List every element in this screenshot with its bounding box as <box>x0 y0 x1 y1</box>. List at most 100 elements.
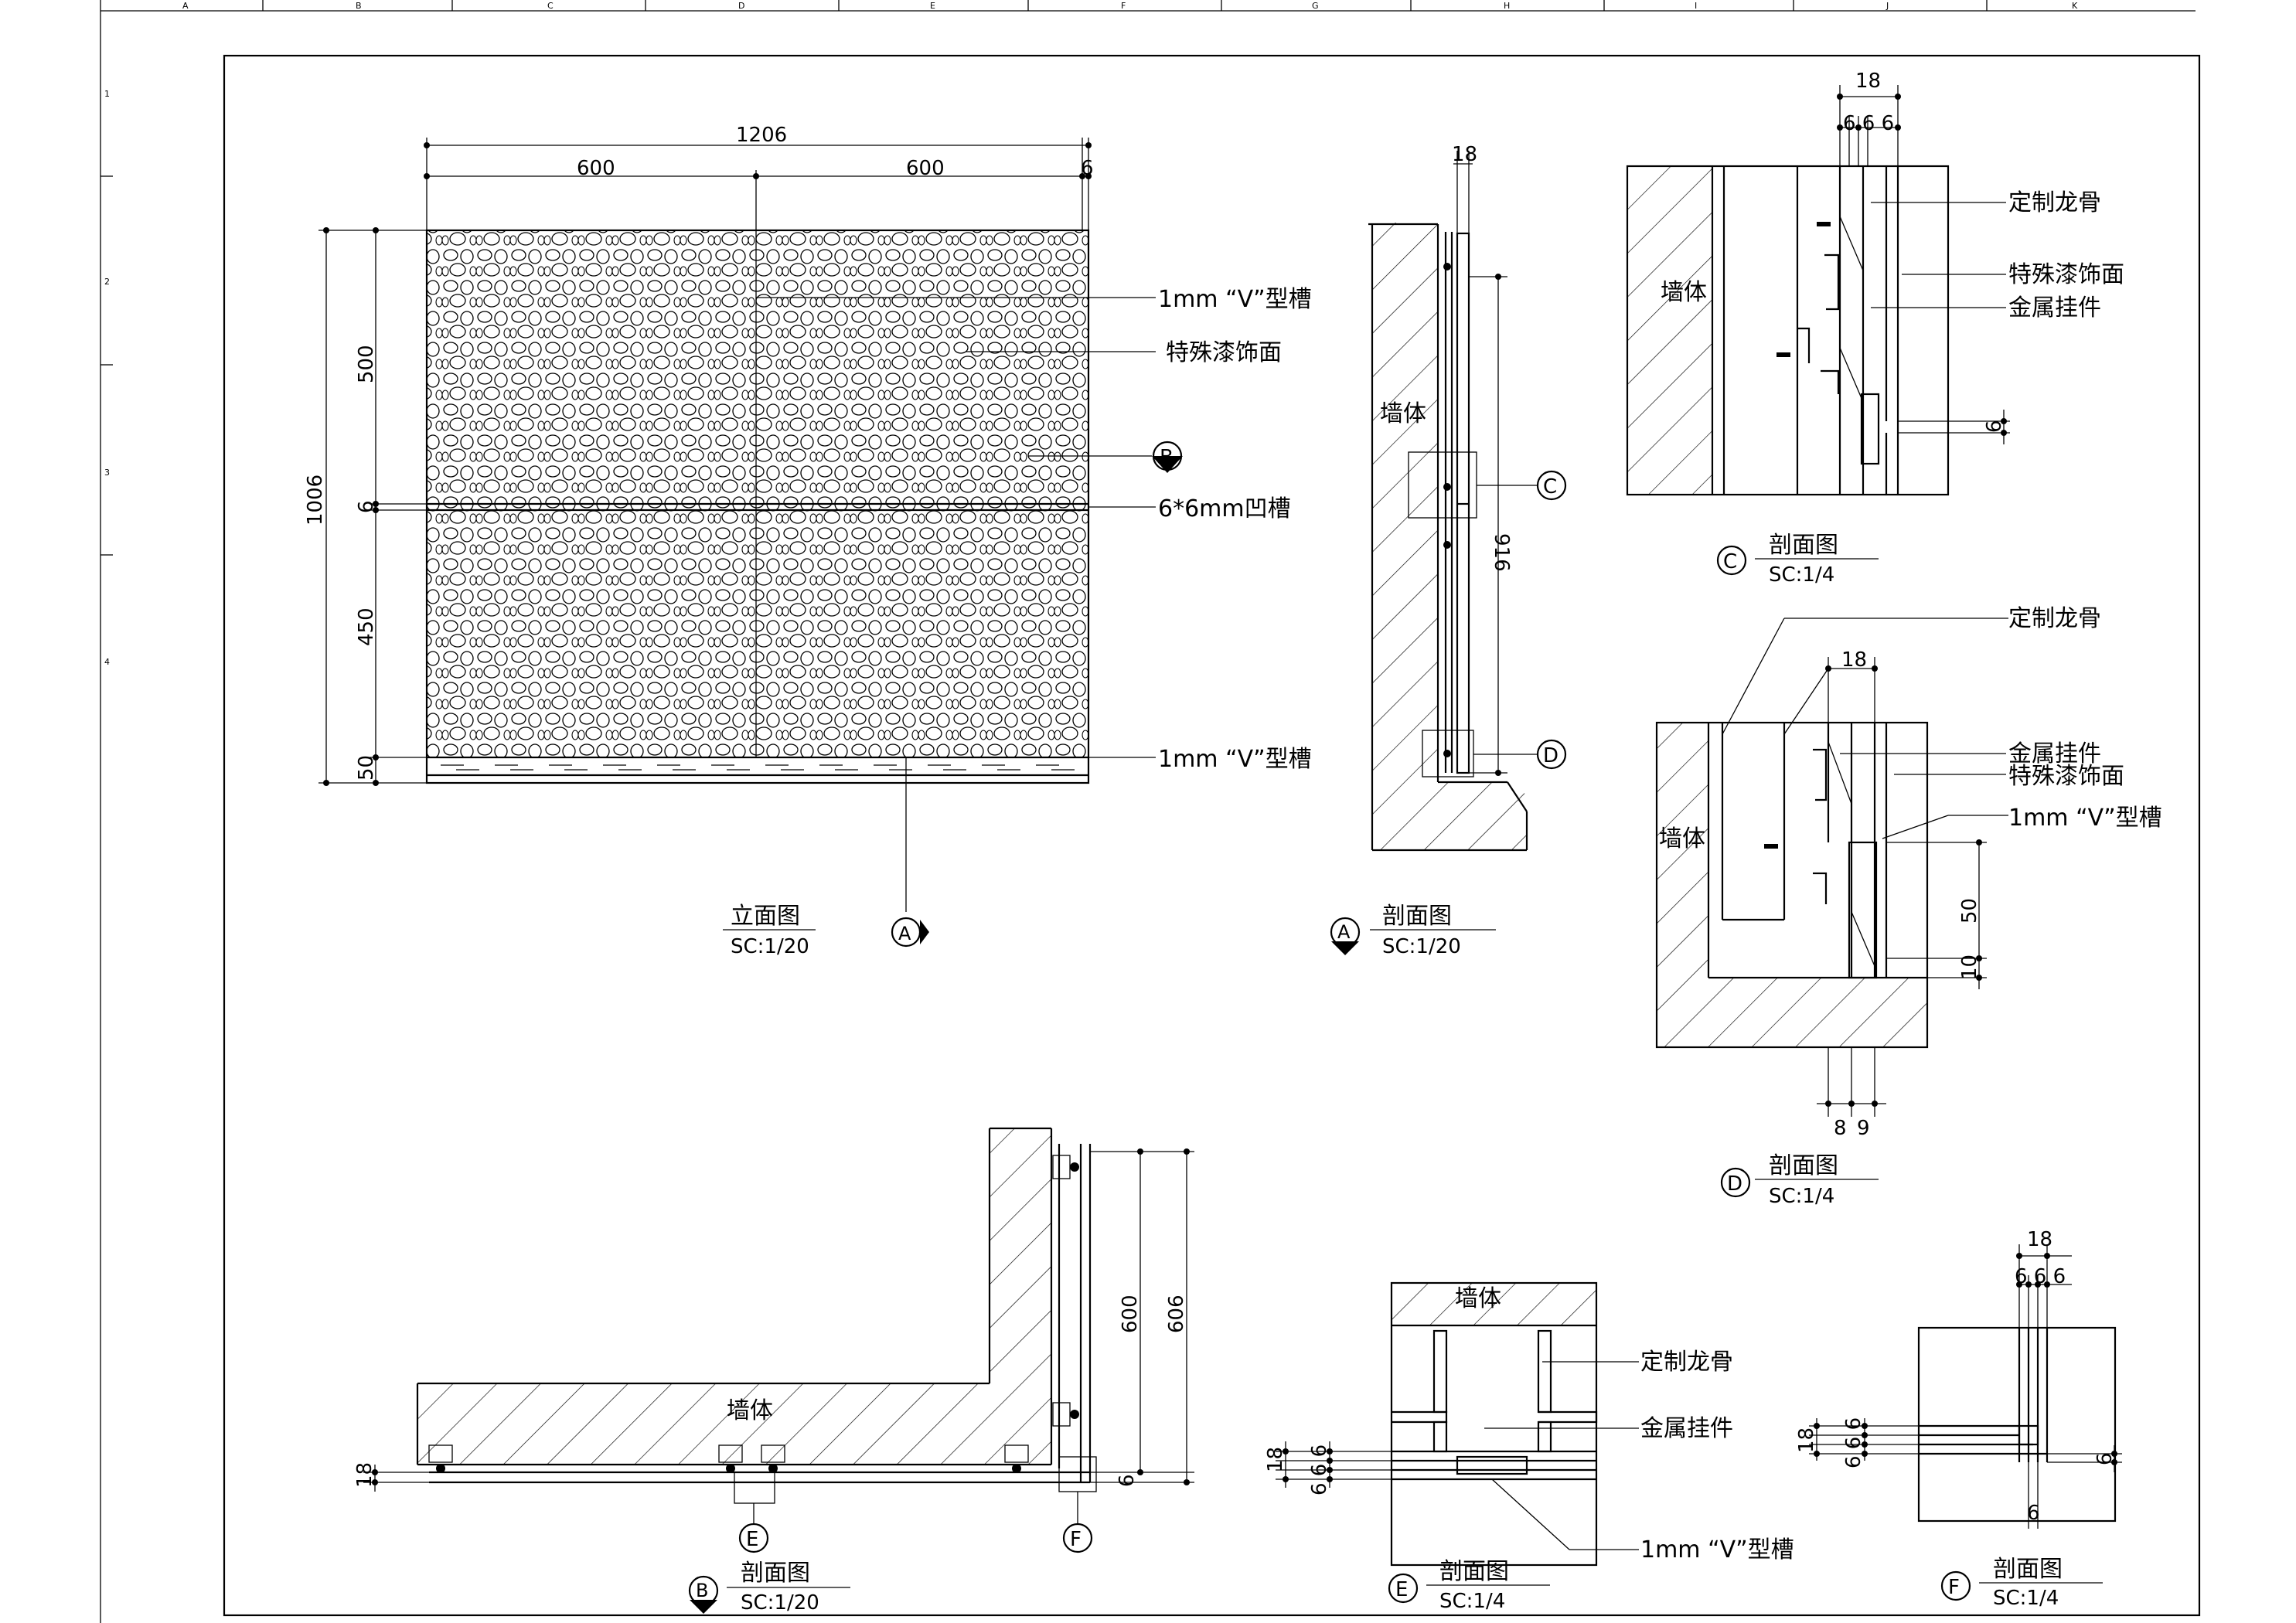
section-c-dim-18: 18 <box>1855 70 1881 93</box>
section-f-view: 18 6 6 6 18 6 6 6 6 6 F 剖面图 SC:1/4 <box>1795 1228 2122 1610</box>
row-ruler: 1 2 3 4 <box>100 89 113 667</box>
section-b-dim-18: 18 <box>353 1462 376 1488</box>
section-e-title-marker: E <box>1388 1573 1419 1604</box>
elevation-view: 1206 600 600 6 1006 500 6 450 50 1mm <box>304 124 1312 958</box>
detail-marker-f[interactable]: F <box>1062 1523 1093 1553</box>
section-b-wall-label: 墙体 <box>727 1397 773 1424</box>
ruler-col-f: F <box>1121 1 1126 11</box>
section-d-wall-label: 墙体 <box>1659 825 1705 852</box>
section-e-label-hanger: 金属挂件 <box>1640 1415 1733 1442</box>
section-marker-a[interactable]: A <box>891 917 929 948</box>
ruler-row-2: 2 <box>104 277 110 287</box>
ruler-col-a: A <box>182 1 189 11</box>
ruler-col-j: J <box>1886 1 1889 11</box>
section-e-scale: SC:1/4 <box>1439 1590 1505 1613</box>
svg-text:E: E <box>746 1528 758 1551</box>
section-d-label-paint: 特殊漆饰面 <box>2008 763 2124 790</box>
section-f-dim-top-18: 18 <box>2027 1228 2052 1251</box>
section-a-dim-18: 18 <box>1452 143 1477 166</box>
ruler-col-c: C <box>547 1 554 11</box>
detail-marker-c[interactable]: C <box>1536 470 1567 501</box>
dim-450: 450 <box>355 607 378 646</box>
section-c-title: 剖面图 <box>1769 532 1838 559</box>
ruler-col-e: E <box>930 1 935 11</box>
section-d-dim-10: 10 <box>1958 954 1981 980</box>
label-special-paint: 特殊漆饰面 <box>1166 339 1282 366</box>
dim-600-right: 600 <box>906 157 945 180</box>
section-d-dim-50: 50 <box>1958 898 1981 924</box>
column-ruler: A B C D E F G H I J K <box>100 0 2196 1623</box>
section-b-dim-606: 606 <box>1165 1295 1188 1333</box>
section-f-dim-top-sub: 6 6 6 <box>2015 1265 2066 1288</box>
section-e-dim-18: 18 <box>1264 1447 1287 1472</box>
dim-50: 50 <box>355 755 378 781</box>
section-b-scale: SC:1/20 <box>741 1591 819 1614</box>
section-f-scale: SC:1/4 <box>1993 1587 2059 1610</box>
ruler-col-b: B <box>356 1 362 11</box>
section-b-dim-6: 6 <box>1116 1474 1139 1487</box>
section-f-dim-bottom-6: 6 <box>2027 1502 2040 1525</box>
detail-marker-d[interactable]: D <box>1536 739 1567 770</box>
dim-1006: 1006 <box>304 475 327 526</box>
svg-text:B: B <box>696 1580 708 1601</box>
detail-marker-e[interactable]: E <box>738 1523 769 1553</box>
dim-500: 500 <box>355 345 378 383</box>
section-f-dim-left-18: 18 <box>1795 1427 1818 1453</box>
ruler-row-4: 4 <box>104 657 110 667</box>
section-c-title-marker: C <box>1716 545 1747 576</box>
section-c-label-keel: 定制龙骨 <box>2008 189 2101 216</box>
elevation-scale: SC:1/20 <box>731 935 809 958</box>
section-d-dim-9: 9 <box>1857 1117 1870 1140</box>
section-b-title-marker: B <box>688 1575 719 1614</box>
section-a-dim-916: 916 <box>1490 533 1513 572</box>
svg-text:A: A <box>898 923 911 944</box>
svg-text:E: E <box>1395 1578 1408 1601</box>
section-c-label-paint: 特殊漆饰面 <box>2008 261 2124 288</box>
section-d-dim-8: 8 <box>1834 1117 1847 1140</box>
section-c-dim-6: 6 <box>1983 420 2006 433</box>
ruler-col-d: D <box>738 1 744 11</box>
section-f-dim-left-sub: 6 6 6 <box>1842 1417 1865 1468</box>
svg-text:B: B <box>1160 446 1174 469</box>
section-e-label-groove: 1mm “V”型槽 <box>1640 1536 1794 1563</box>
svg-text:D: D <box>1543 744 1558 767</box>
section-d-title: 剖面图 <box>1769 1152 1838 1179</box>
section-c-scale: SC:1/4 <box>1769 563 1834 587</box>
ruler-col-k: K <box>2072 1 2078 11</box>
section-d-label-hanger: 金属挂件 <box>2008 740 2101 767</box>
section-f-dim-right-6: 6 <box>2093 1452 2117 1465</box>
section-marker-b[interactable]: B <box>1152 441 1183 473</box>
section-e-title: 剖面图 <box>1439 1558 1509 1585</box>
ruler-row-1: 1 <box>104 89 110 99</box>
svg-text:D: D <box>1727 1172 1742 1196</box>
dim-600-left: 600 <box>577 157 615 180</box>
ruler-col-i: I <box>1695 1 1697 11</box>
ruler-col-g: G <box>1312 1 1319 11</box>
section-e-dim-sub: 6 6 6 <box>1308 1444 1331 1495</box>
ruler-row-3: 3 <box>104 468 110 478</box>
section-d-title-marker: D <box>1720 1167 1751 1198</box>
section-f-title: 剖面图 <box>1993 1556 2063 1583</box>
dim-1206: 1206 <box>736 124 787 147</box>
section-c-wall-label: 墙体 <box>1661 279 1707 306</box>
section-f-title-marker: F <box>1940 1570 1971 1601</box>
ruler-col-h: H <box>1504 1 1510 11</box>
elevation-title: 立面图 <box>731 903 800 930</box>
section-a-title-marker: A <box>1330 917 1361 955</box>
section-a-scale: SC:1/20 <box>1382 935 1461 958</box>
svg-text:F: F <box>1070 1528 1082 1551</box>
dim-6-top: 6 <box>1081 157 1094 180</box>
section-d-label-keel: 定制龙骨 <box>2008 605 2101 632</box>
label-v-groove-bottom: 1mm “V”型槽 <box>1158 746 1312 773</box>
section-a-title: 剖面图 <box>1382 903 1452 930</box>
drawing-frame <box>223 54 2201 1617</box>
section-d-view: 18 50 10 8 9 墙体 定制龙骨 金属挂件 特殊漆饰面 1mm “V”型… <box>1655 605 2162 1208</box>
section-c-label-hanger: 金属挂件 <box>2008 294 2101 322</box>
svg-text:F: F <box>1948 1576 1960 1599</box>
svg-text:A: A <box>1337 921 1351 943</box>
section-b-title: 剖面图 <box>741 1560 810 1587</box>
section-d-scale: SC:1/4 <box>1769 1185 1834 1208</box>
section-c-view: 18 6 6 6 6 墙体 定制龙骨 特殊漆饰面 金属挂件 C 剖面图 SC:1… <box>1626 70 2124 587</box>
section-e-label-keel: 定制龙骨 <box>1640 1349 1733 1376</box>
